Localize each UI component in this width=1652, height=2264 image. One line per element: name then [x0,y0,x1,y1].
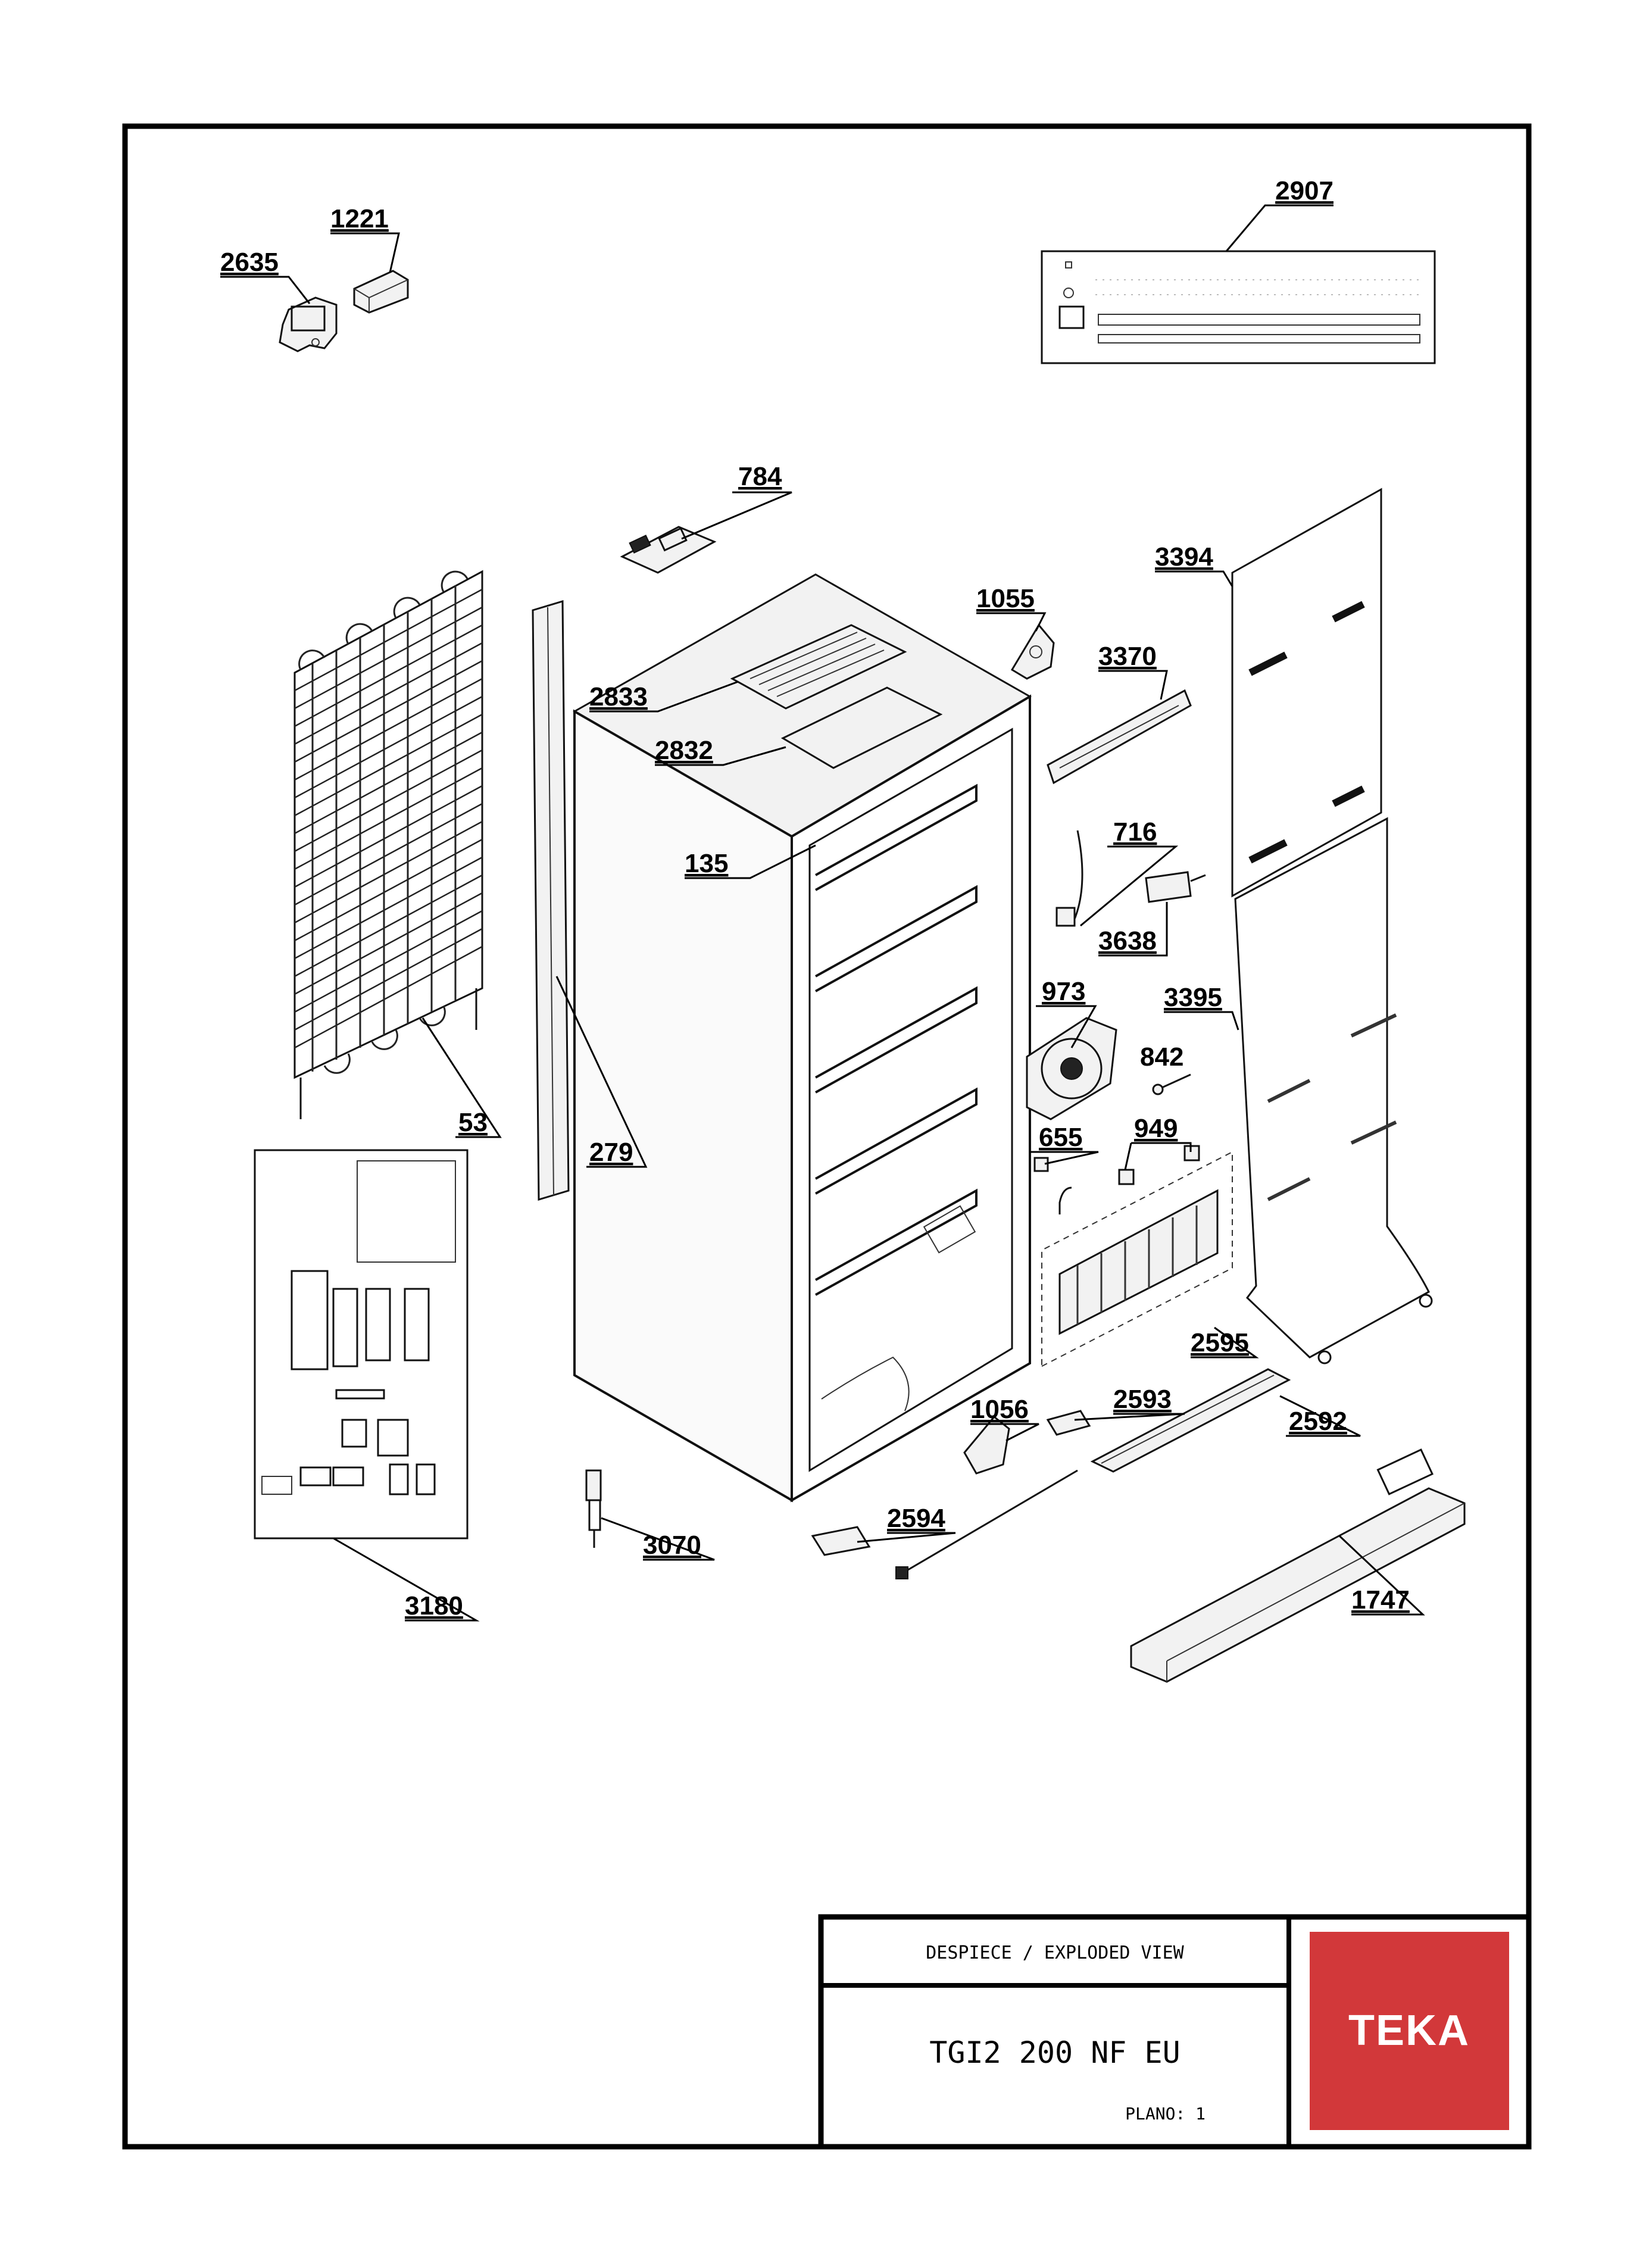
part-accessory-kit [254,1149,469,1539]
model-name: TGI2 200 NF EU [929,2035,1180,2070]
part-control-panel [1041,250,1436,364]
part-drain-tray [1090,1368,1291,1473]
callout-2592: 2592 [1289,1407,1347,1436]
callout-2832: 2832 [655,736,713,765]
callout-3370: 3370 [1098,642,1157,671]
callout-3638: 3638 [1098,926,1157,955]
callout-1056: 1056 [970,1395,1029,1424]
part-cabinet [572,573,1032,1503]
callout-1221: 1221 [330,204,389,233]
part-thermostat-bulb [585,1469,602,1548]
part-light-cover [1047,689,1192,785]
leader-lines [220,204,1425,1622]
brand-logo: TEKA [1348,2007,1470,2054]
title-block: DESPIECE / EXPLODED VIEW TGI2 200 NF EU … [818,1914,1532,2150]
part-switch [1145,871,1206,903]
part-hinge-upper [1010,623,1055,680]
part-side-profile [532,599,570,1201]
callout-2833: 2833 [589,682,648,711]
callout-labels: 2907 1221 2635 784 3394 1055 3370 2833 2… [220,176,1410,1620]
callout-2635: 2635 [220,248,279,277]
callout-784: 784 [738,462,782,491]
callout-949: 949 [1134,1114,1178,1143]
part-clip [1033,1157,1049,1172]
part-hinge-lower [963,1415,1010,1475]
part-bracket [1046,1410,1091,1436]
part-cable [895,1469,1078,1579]
part-control-board [620,526,717,574]
callout-2593: 2593 [1113,1385,1172,1414]
callout-1055: 1055 [976,584,1035,613]
part-evaporator [1041,1151,1233,1367]
part-back-panel-lower [1234,817,1433,1364]
callout-655: 655 [1039,1123,1082,1152]
part-fan [1026,1017,1117,1120]
sheet-number: PLANO: 1 [1125,2104,1206,2124]
callout-53: 53 [458,1108,488,1137]
callout-716: 716 [1113,817,1157,847]
part-condenser [293,570,483,1119]
view-label: DESPIECE / EXPLODED VIEW [926,1943,1184,1963]
brand-logo-box [1310,1932,1509,2130]
callout-279: 279 [589,1138,633,1167]
part-hinge-cover [353,270,409,314]
part-top-hinge [279,296,338,352]
callout-2595: 2595 [1191,1328,1249,1357]
part-base-tray [1130,1448,1466,1683]
callout-3394: 3394 [1155,542,1213,572]
part-back-panel-upper [1231,488,1382,898]
callout-2907: 2907 [1275,176,1334,205]
callout-973: 973 [1042,977,1085,1006]
callout-135: 135 [685,849,728,878]
callout-2594: 2594 [887,1504,945,1533]
callout-3070: 3070 [643,1531,701,1560]
part-harness [1055,830,1083,927]
part-plate [811,1526,871,1556]
part-heater-clips [1118,1145,1200,1185]
callout-3180: 3180 [405,1591,463,1620]
callout-3395: 3395 [1164,983,1222,1012]
callout-1747: 1747 [1351,1585,1410,1615]
callout-842: 842 [1140,1042,1183,1072]
part-sensor [1152,1073,1191,1095]
